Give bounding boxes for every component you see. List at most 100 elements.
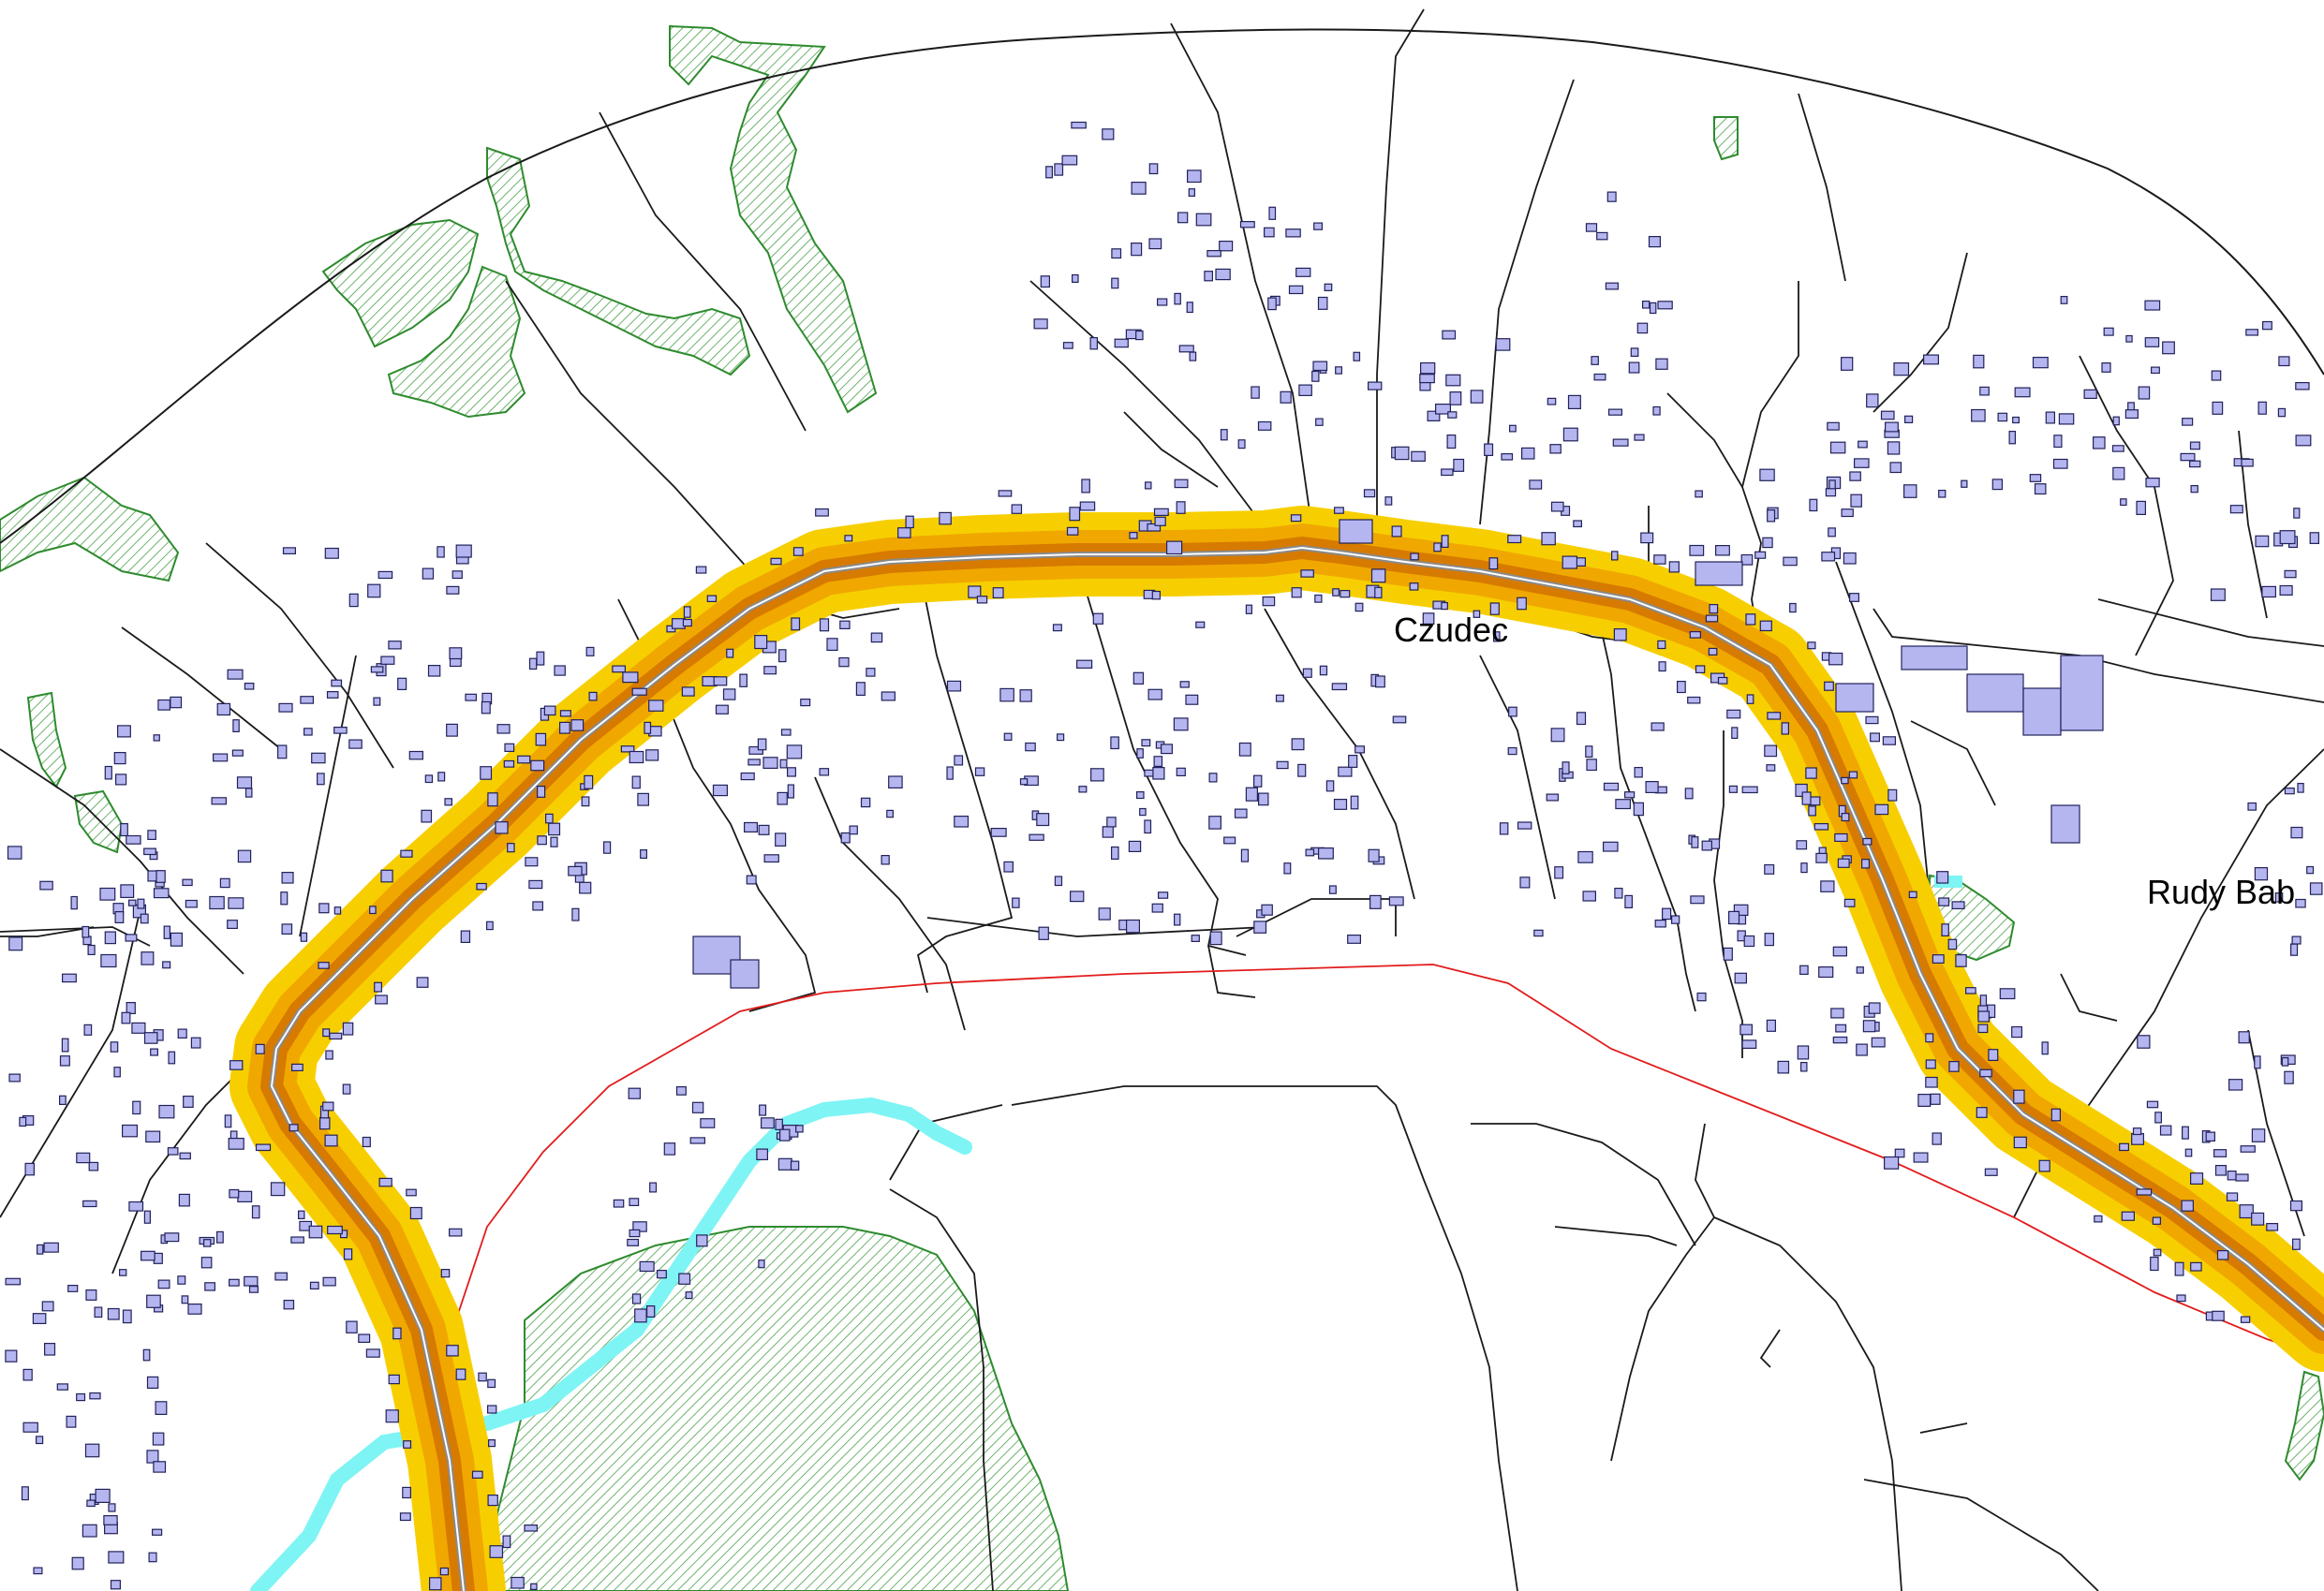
building [1441,468,1454,477]
building [1038,926,1049,940]
building [1717,676,1728,685]
building [1849,471,1861,481]
building [2205,1131,2215,1142]
building [1759,620,1772,632]
building [121,1011,131,1024]
building [1280,390,1292,404]
building [1305,848,1315,857]
building [1003,732,1013,742]
building [2159,1125,2172,1136]
building [1151,903,1163,913]
building [100,953,117,968]
building [1605,282,1620,290]
building [2226,1192,2239,1201]
building [2190,1261,2202,1272]
building [329,1032,343,1040]
building [1883,1156,1900,1170]
building [309,1281,319,1290]
building [2111,445,2124,452]
building [1370,568,1386,583]
building [1283,862,1292,875]
building [1061,155,1078,166]
building [1932,1132,1942,1145]
building [777,649,787,663]
building [1144,481,1152,490]
building [2255,535,2270,548]
building [1734,972,1747,984]
building [2241,458,2254,467]
building [104,931,117,945]
building [147,830,156,840]
building [568,865,583,877]
building [2150,1256,2159,1272]
building [800,698,811,707]
building [444,798,453,806]
building [1178,345,1194,353]
building [1519,877,1531,889]
building [143,1210,151,1224]
building [620,745,635,753]
building [183,1095,194,1108]
building [691,1101,704,1113]
building [2013,1136,2027,1149]
building [1185,694,1199,705]
building [1141,739,1151,747]
forest-area [1713,116,1739,161]
building [424,774,434,784]
building [1152,766,1165,780]
building [2284,569,2297,579]
building [1186,169,1202,184]
building [1353,351,1361,361]
building [485,921,494,931]
building [2052,458,2068,469]
building [634,1308,647,1323]
building [645,749,659,761]
building [1902,484,1917,498]
building [1427,410,1441,422]
building [1291,738,1305,751]
building [712,784,728,797]
building [2190,1172,2204,1185]
administrative-boundary [447,964,2324,1591]
building [631,1293,642,1304]
building [968,585,982,598]
building [178,1193,190,1207]
building [177,1275,186,1285]
building [216,702,231,716]
building [1507,746,1517,756]
building [1658,661,1666,672]
building [537,835,547,846]
building [1653,554,1666,565]
building [2184,1148,2193,1157]
building [1173,913,1181,926]
building [1932,954,1945,965]
building [81,1524,97,1538]
building [1153,508,1169,516]
building [1317,296,1328,310]
building [2289,1200,2302,1212]
building [2284,1070,2294,1084]
building [1759,468,1775,481]
building [2045,411,2056,424]
building [2146,1100,2159,1109]
building [2278,356,2290,367]
building [1837,858,1850,868]
building [1135,330,1144,341]
building [141,951,155,965]
building [290,1236,304,1244]
building [2309,882,2323,895]
building [487,792,498,807]
building [2181,1200,2195,1212]
building [678,1273,691,1285]
building [1078,786,1088,793]
building [1938,489,1947,498]
building [1991,479,2004,491]
building [1807,641,1816,650]
building [1529,479,1543,490]
building [2228,1079,2243,1091]
building [1019,689,1032,702]
building [2240,1316,2251,1323]
building [2212,1310,2225,1321]
building [163,925,170,939]
